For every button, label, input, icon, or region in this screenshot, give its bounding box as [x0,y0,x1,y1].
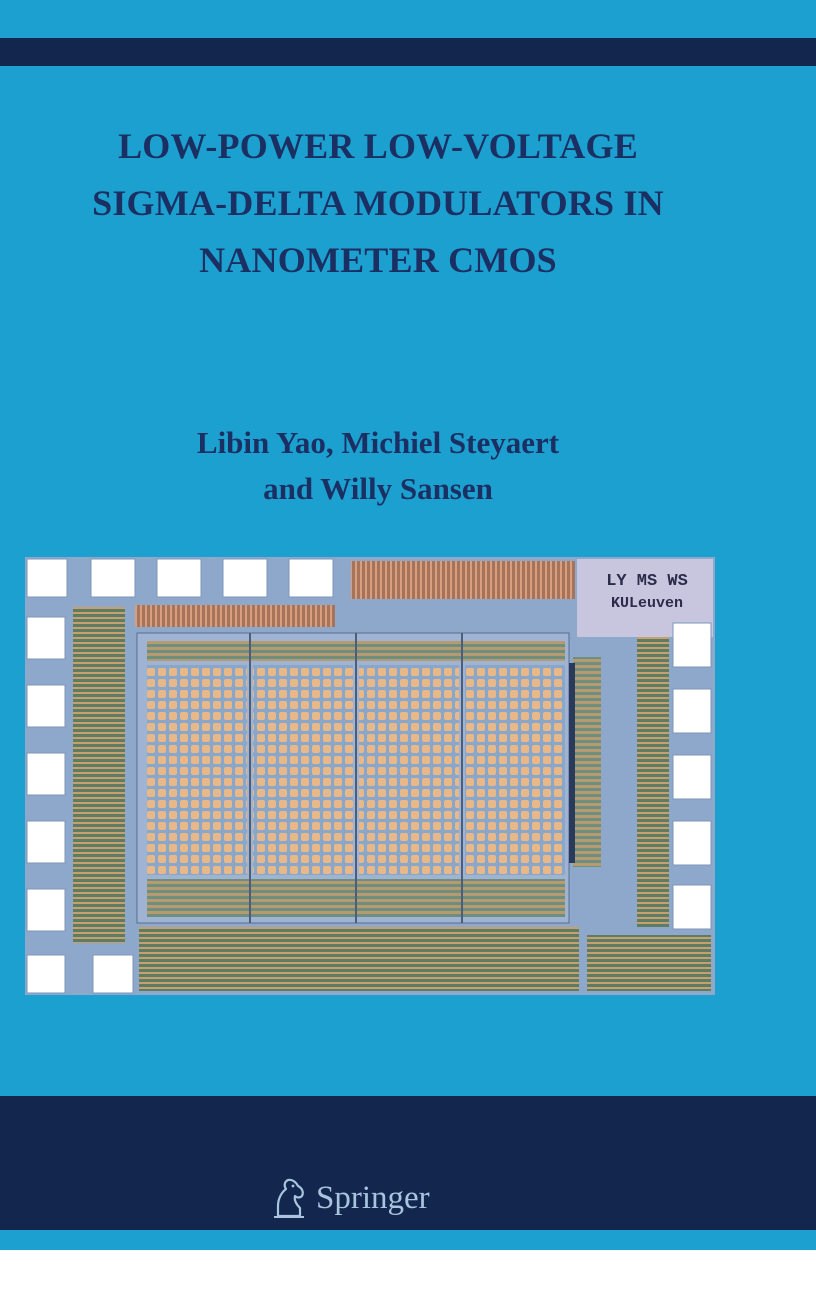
authors-line-1: Libin Yao, Michiel Steyaert [196,425,560,460]
top-band [0,38,816,66]
book-authors: Libin Yao, Michiel Steyaert and Willy Sa… [20,420,736,512]
book-title: LOW-POWER LOW-VOLTAGE SIGMA-DELTA MODULA… [20,118,736,289]
title-line-1: LOW-POWER LOW-VOLTAGE [118,126,638,166]
chip-micrograph: LY MS WS KULeuven [25,557,715,995]
title-line-3: NANOMETER CMOS [199,240,557,280]
publisher-name: Springer [316,1179,430,1216]
springer-horse-logo-icon [274,1178,304,1218]
authors-line-2: and Willy Sansen [263,471,493,506]
bottom-band [0,1096,816,1230]
chip-label-1: LY MS WS [606,572,688,591]
publisher-mark: Springer [270,1172,430,1224]
chip-label-2: KULeuven [611,595,683,612]
title-line-2: SIGMA-DELTA MODULATORS IN [92,183,664,223]
